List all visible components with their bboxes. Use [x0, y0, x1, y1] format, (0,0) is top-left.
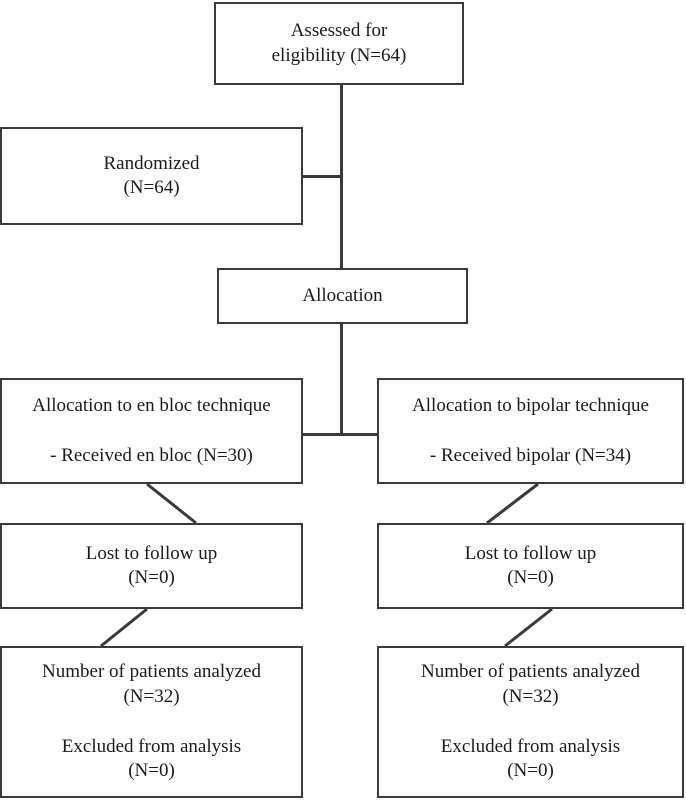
analyzed-right-line-1: Number of patients analyzed	[421, 661, 640, 683]
analyzed-left-line-3: Excluded from analysis	[61, 736, 242, 757]
analyzed-left-line-4: (N=0)	[128, 760, 175, 782]
connector-lost-left-to-analyzed-left	[100, 607, 148, 648]
analyzed-right-line-4: (N=0)	[507, 760, 554, 782]
allocation-label: Allocation	[302, 284, 383, 306]
node-analyzed-left: Number of patients analyzed (N=32) Exclu…	[0, 646, 303, 798]
randomized-line-2: (N=64)	[123, 177, 180, 198]
node-assessed-for-eligibility: Assessed for eligibility (N=64)	[214, 2, 464, 85]
connector-lost-right-to-analyzed-right	[504, 607, 553, 648]
analyzed-left-line-2: (N=32)	[123, 685, 180, 707]
node-allocation-bipolar: Allocation to bipolar technique - Receiv…	[377, 378, 684, 484]
connector-allocation-to-arms	[340, 322, 343, 436]
randomized-line-1: Randomized	[103, 152, 200, 174]
assessed-line-1: Assessed for	[290, 20, 388, 42]
lost-left-line-2: (N=0)	[128, 567, 175, 588]
connector-allocation-split	[302, 433, 378, 436]
lost-left-line-1: Lost to follow up	[85, 542, 218, 564]
node-allocation-header: Allocation	[217, 268, 468, 324]
node-lost-to-follow-up-right: Lost to follow up (N=0)	[377, 523, 684, 609]
alloc-left-line-1: Allocation to en bloc technique	[32, 394, 271, 416]
alloc-right-line-2: - Received bipolar (N=34)	[429, 445, 632, 466]
node-randomized: Randomized (N=64)	[0, 127, 303, 225]
analyzed-right-line-3: Excluded from analysis	[440, 736, 621, 757]
connector-alloc-left-to-lost-left	[146, 482, 197, 525]
connector-alloc-right-to-lost-right	[486, 482, 539, 525]
node-allocation-en-bloc: Allocation to en bloc technique - Receiv…	[0, 378, 303, 484]
analyzed-left-line-1: Number of patients analyzed	[42, 661, 261, 683]
node-lost-to-follow-up-left: Lost to follow up (N=0)	[0, 523, 303, 609]
lost-right-line-1: Lost to follow up	[464, 542, 597, 564]
node-analyzed-right: Number of patients analyzed (N=32) Exclu…	[377, 646, 684, 798]
analyzed-right-line-2: (N=32)	[502, 685, 559, 707]
alloc-right-line-1: Allocation to bipolar technique	[412, 394, 649, 416]
alloc-left-line-2: - Received en bloc (N=30)	[50, 445, 253, 466]
lost-right-line-2: (N=0)	[507, 567, 554, 588]
connector-randomized-stub	[302, 175, 342, 178]
assessed-line-2: eligibility (N=64)	[271, 44, 407, 66]
